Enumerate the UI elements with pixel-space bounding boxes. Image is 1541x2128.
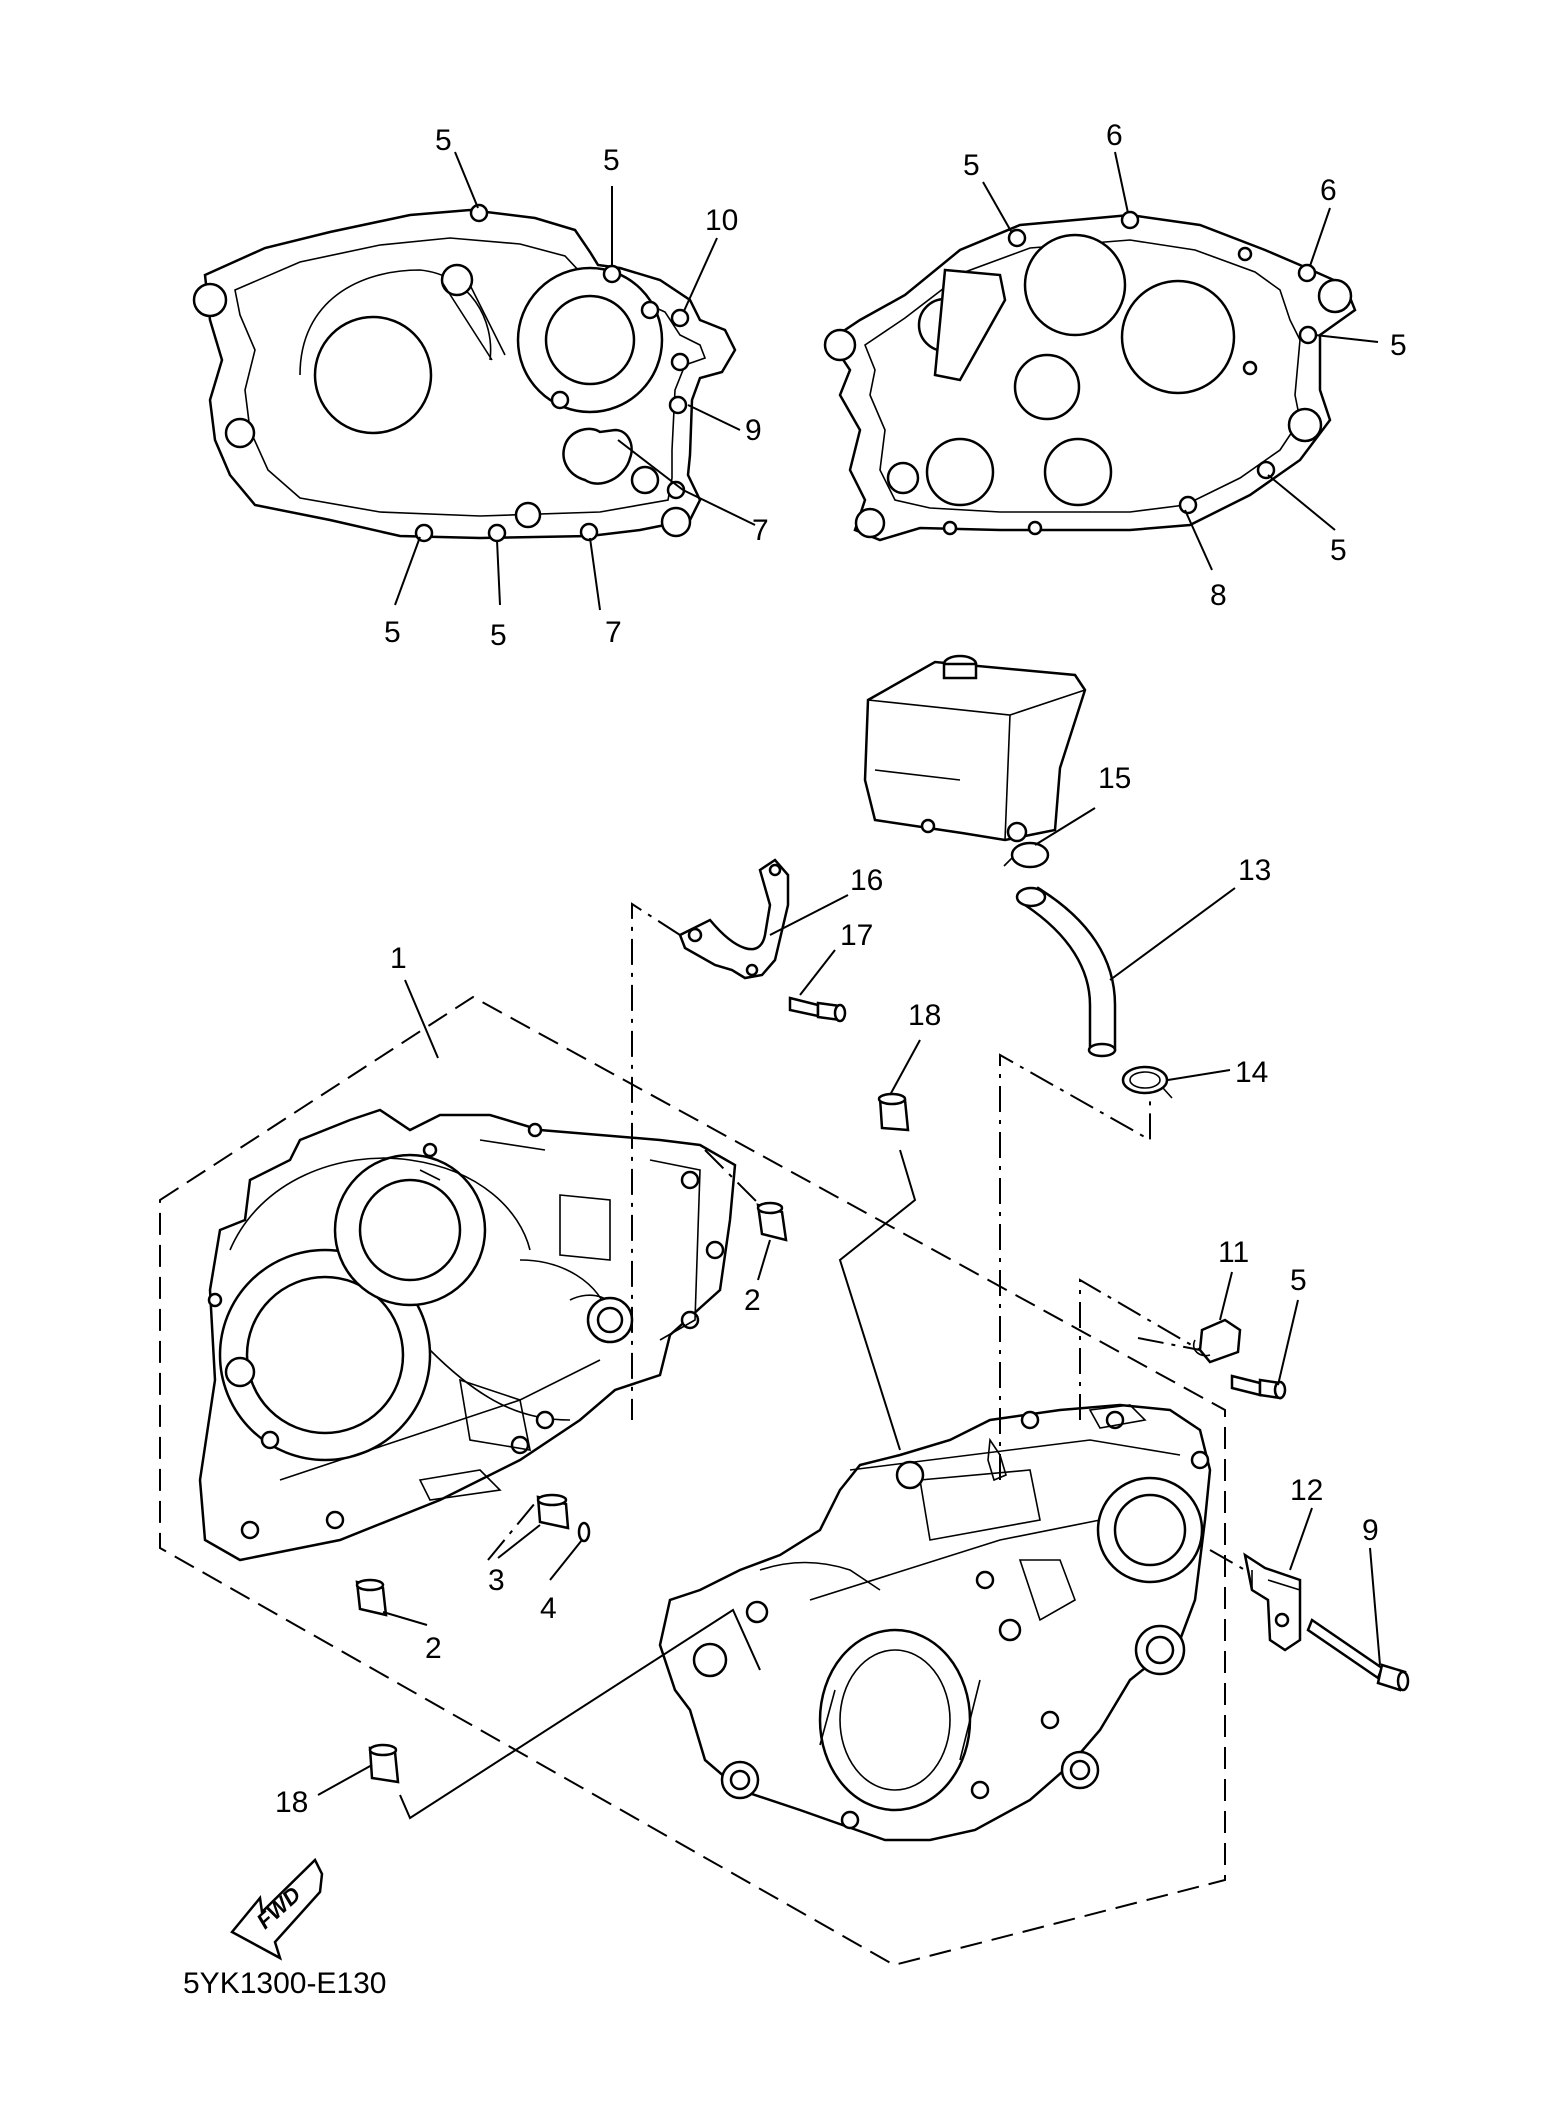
clamp-11 [1192,1318,1242,1364]
callout-label: 5 [490,619,507,652]
callout-label: 5 [1330,534,1347,567]
callout-label: 2 [425,1632,442,1665]
callout-label: 10 [705,204,738,237]
callout-label: 6 [1106,119,1123,152]
left-crankcase-half [198,1108,737,1562]
bolt-9-lower [1306,1618,1410,1692]
callout-label: 5 [963,149,980,182]
breather-tank [863,654,1087,843]
callout-label: 14 [1235,1056,1268,1089]
fwd-arrow-icon: FWD [230,1857,324,1961]
callout-labels: 5 5 10 9 7 7 5 5 5 5 6 6 5 5 8 15 13 16 … [275,119,1407,1819]
diagram-code: 5YK1300-E130 [183,1967,387,2000]
callout-label: 1 [390,942,407,975]
plate [678,858,790,980]
right-crankcase-half [658,1403,1212,1842]
callout-label: 7 [605,616,622,649]
callout-label: 13 [1238,854,1271,887]
crankcase-assembly-boundary [159,995,1226,1967]
collar-18-lower [368,1743,400,1784]
callout-label: 18 [275,1786,308,1819]
dowel-pin-2-upper [756,1201,788,1242]
hose-clip-upper [1003,841,1050,869]
callout-label: 5 [1290,1264,1307,1297]
leader-lines [317,151,1381,1796]
breather-hose [1015,886,1117,1058]
callout-label: 7 [752,514,769,547]
right-crankcase-gasket [823,210,1357,542]
callout-label: 5 [603,144,620,177]
callout-label: 9 [1362,1514,1379,1547]
callout-label: 17 [840,919,873,952]
callout-label: 18 [908,999,941,1032]
dowel-pin-2-lower [355,1578,388,1617]
callout-label: 2 [744,1284,761,1317]
callout-label: 12 [1290,1474,1323,1507]
callout-label: 5 [1390,329,1407,362]
bolt-17 [788,996,847,1023]
callout-label: 6 [1320,174,1337,207]
callout-label: 9 [745,414,762,447]
callout-label: 5 [384,616,401,649]
callout-label: 3 [488,1564,505,1597]
callout-label: 8 [1210,579,1227,612]
o-ring-4 [577,1521,591,1543]
bolt-5-lower [1230,1374,1287,1400]
callout-label: 16 [850,864,883,897]
dowel-pin-3 [536,1493,570,1530]
callout-label: 11 [1218,1236,1249,1269]
alignment-lines [399,902,1246,1820]
hose-clip-lower [1121,1065,1173,1099]
bracket-12 [1243,1552,1302,1652]
callout-label: 4 [540,1592,557,1625]
left-crankcase-gasket [192,203,737,543]
collar-18-upper [877,1092,910,1132]
callout-label: 5 [435,124,452,157]
callout-label: 15 [1098,762,1131,795]
